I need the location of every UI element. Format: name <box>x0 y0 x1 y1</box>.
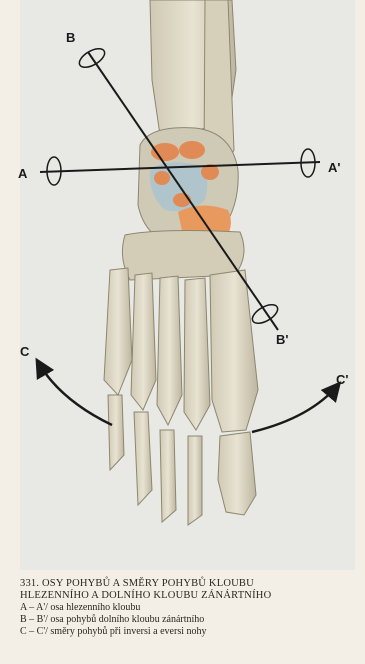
metatarsal-2 <box>184 278 210 430</box>
joint-surface-4 <box>154 171 170 185</box>
label-c-prime: C' <box>336 372 348 387</box>
caption-line-c: C – C'/ směry pohybů při inversi a evers… <box>20 626 355 638</box>
label-b-prime: B' <box>276 332 288 347</box>
label-a-prime: A' <box>328 160 340 175</box>
figure-caption: 331. OSY POHYBŮ A SMĚRY POHYBŮ KLOUBU HL… <box>20 578 355 638</box>
toe-3 <box>160 430 176 522</box>
tarsal-bones <box>122 128 244 280</box>
metatarsal-3 <box>157 276 182 425</box>
toe-1 <box>218 432 256 515</box>
joint-surface-2 <box>179 141 205 159</box>
label-b: B <box>66 30 75 45</box>
label-a: A <box>18 166 28 181</box>
caption-line-a: A – A'/ osa hlezenního kloubu <box>20 602 355 614</box>
caption-line-b: B – B'/ osa pohybů dolního kloubu zánárt… <box>20 614 355 626</box>
label-c: C <box>20 344 30 359</box>
caption-title-line-2: HLEZENNÍHO A DOLNÍHO KLOUBU ZÁNÁRTNÍHO <box>20 590 355 602</box>
caption-title-line-1: 331. OSY POHYBŮ A SMĚRY POHYBŮ KLOUBU <box>20 578 355 590</box>
toe-2 <box>188 436 202 525</box>
foot-skeleton-diagram: A A' B B' C C' <box>0 0 365 575</box>
metatarsal-4 <box>131 273 156 410</box>
